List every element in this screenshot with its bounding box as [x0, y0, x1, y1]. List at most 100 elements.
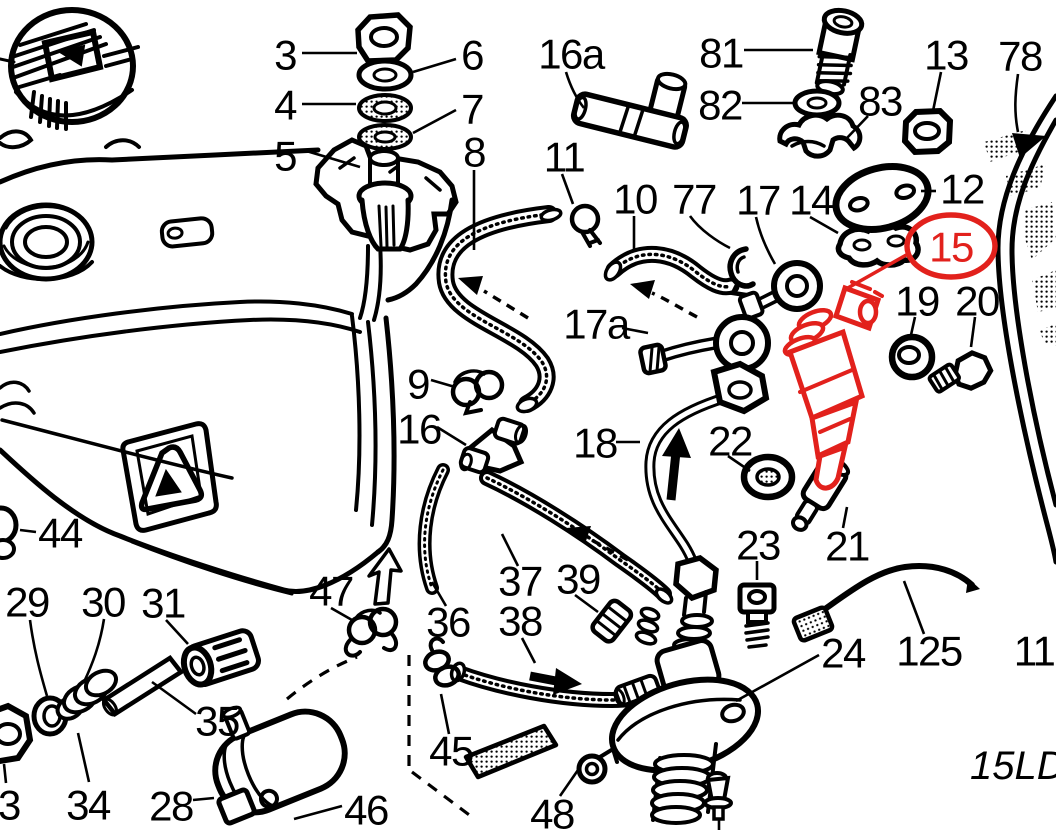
fuel-tank — [0, 137, 459, 596]
arrowhead-78 — [1012, 133, 1046, 158]
part-label-78: 78 — [998, 33, 1042, 80]
part-label-46: 46 — [344, 787, 388, 830]
grommet-30-34 — [55, 668, 119, 721]
banjo-fitting-17a — [638, 314, 771, 376]
direction-arrow-outline — [367, 547, 403, 606]
part-label-11: 11 — [544, 134, 585, 181]
fuel-hose-10 — [603, 246, 740, 296]
part-label-17a: 17a — [563, 301, 631, 348]
cap-nut-and-washers — [355, 12, 414, 252]
part-label-19: 19 — [895, 278, 939, 325]
tank-top-pocket — [159, 216, 215, 249]
triangle-logo-icon — [138, 444, 205, 513]
washer-82 — [792, 88, 842, 118]
part-label-47: 47 — [309, 568, 353, 615]
part-label-14: 14 — [789, 177, 834, 224]
nut-33 — [0, 702, 34, 765]
tube-35 — [100, 655, 185, 717]
injection-line-18 — [644, 360, 770, 617]
part-label-36: 36 — [426, 599, 470, 646]
part-label-37: 37 — [498, 558, 542, 605]
part-label-12: 12 — [940, 166, 984, 213]
hose-clamp-45 — [423, 636, 461, 688]
bolt-81 — [814, 7, 865, 97]
part-label-3: 3 — [274, 32, 296, 79]
part-label-16a: 16a — [538, 31, 606, 78]
part-label-4: 4 — [274, 82, 297, 129]
part-label-35: 35 — [195, 698, 239, 745]
leader-15-red — [845, 252, 909, 291]
part-label-17: 17 — [736, 177, 780, 224]
fuel-injector-15-highlighted — [782, 280, 884, 491]
part-label-13: 13 — [924, 32, 968, 79]
part-label-7: 7 — [461, 86, 483, 133]
elbow-union-16 — [458, 416, 529, 475]
leader-lines — [2, 48, 1046, 821]
part-label-125: 125 — [896, 628, 962, 675]
fitting-39 — [590, 598, 634, 644]
part-label-24: 24 — [821, 630, 866, 677]
flow-arrow-8 — [458, 276, 529, 320]
tank-emblem-panel — [120, 421, 219, 533]
flow-arrow-38 — [529, 668, 582, 695]
fuel-hose-36 — [417, 463, 450, 595]
banjo-fitting-17 — [737, 260, 823, 321]
flow-arrow-37 — [566, 526, 629, 562]
assembly-dashed-lines — [285, 655, 477, 822]
t-fitting-16a — [570, 71, 689, 150]
part-label-48: 48 — [530, 791, 574, 830]
filter-element-31 — [180, 628, 261, 688]
injection-pump-24 — [608, 613, 762, 825]
part-label-117: 117 — [1014, 628, 1056, 675]
rubber-mount-5 — [356, 149, 414, 252]
part-label-45: 45 — [429, 728, 473, 775]
fuel-filter-28 — [212, 705, 348, 826]
part-label-29: 29 — [5, 579, 49, 626]
part-label-10: 10 — [613, 176, 657, 223]
hose-clamp-48 — [576, 745, 619, 785]
part-label-34: 34 — [66, 782, 111, 829]
part-label-6: 6 — [461, 32, 483, 79]
part-label-38: 38 — [498, 598, 542, 645]
part-label-77: 77 — [672, 176, 716, 223]
part-label-18: 18 — [573, 420, 617, 467]
part-label-21: 21 — [825, 523, 869, 570]
washer-6 — [356, 58, 414, 92]
bracket-83 — [777, 112, 863, 159]
hose-clamp-11 — [569, 203, 602, 248]
part-label-16: 16 — [397, 406, 441, 453]
part-label-15: 15 — [929, 224, 973, 271]
part-label-5: 5 — [274, 133, 296, 180]
control-cable-125 — [791, 563, 980, 643]
part-label-28: 28 — [149, 783, 193, 830]
part-label-81: 81 — [699, 30, 743, 77]
hose-end-fitting — [634, 606, 661, 646]
part-label-30: 30 — [81, 579, 125, 626]
flow-arrow-18 — [662, 428, 691, 501]
fuel-cap-icon — [0, 7, 141, 150]
part-label-23: 23 — [736, 522, 780, 569]
part-label-39: 39 — [556, 556, 600, 603]
part-label-82: 82 — [698, 82, 742, 129]
bolt-20 — [927, 350, 994, 394]
nut-19 — [888, 333, 936, 381]
nut-13 — [901, 107, 954, 156]
braided-hose-piece — [463, 723, 559, 780]
part-label-20: 20 — [955, 278, 999, 325]
part-label-83: 83 — [858, 78, 902, 125]
flow-arrow-10 — [630, 280, 698, 319]
fuel-hose-8 — [436, 205, 563, 414]
part-label-9: 9 — [407, 361, 429, 408]
bolt-23 — [737, 582, 777, 649]
butterfly-clamp-9 — [450, 369, 505, 416]
filler-neck — [0, 202, 95, 282]
fitting-44 — [0, 505, 19, 560]
plug-part — [703, 771, 733, 830]
part-label-33: 33 — [0, 782, 20, 829]
engine-shroud-78 — [984, 93, 1056, 565]
cover-plate-12 — [832, 163, 932, 233]
seal-washer-22 — [740, 453, 796, 501]
